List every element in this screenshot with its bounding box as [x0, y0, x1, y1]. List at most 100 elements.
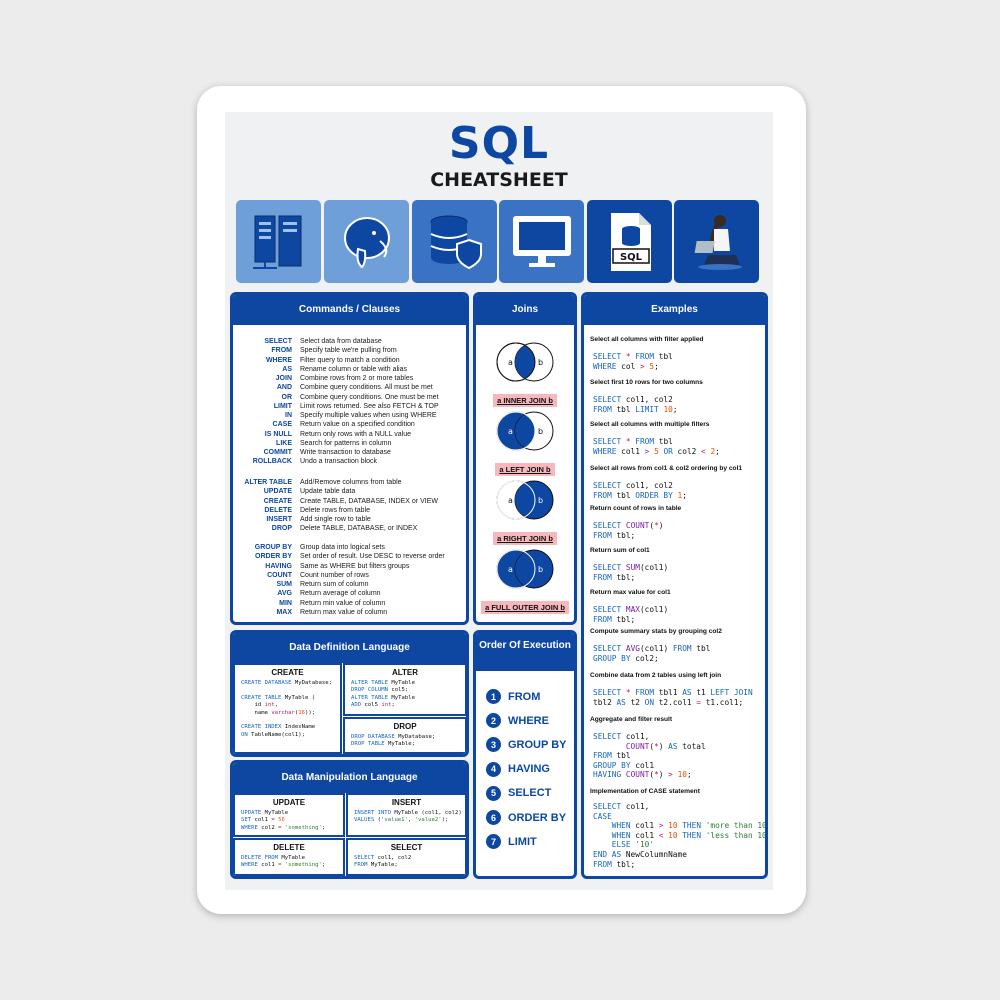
dml-delete-code: DELETE FROM MyTable WHERE col1 = 'someth… — [241, 855, 326, 869]
command-description: Filter query to match a condition — [300, 356, 400, 364]
command-description: Limit rows returned. See also FETCH & TO… — [300, 402, 439, 410]
command-row: COMMIT Write transaction to database — [238, 448, 466, 457]
example-heading: Select all columns with multiple filters — [590, 421, 710, 428]
command-keyword: MIN — [279, 599, 292, 607]
example-item: Select first 10 rows for two columns SEL… — [590, 379, 760, 414]
command-keyword: AS — [282, 365, 292, 373]
command-keyword: CREATE — [263, 497, 292, 505]
ddl-alter-cell: ALTER ALTER TABLE MyTable DROP COLUMN co… — [343, 663, 466, 716]
command-keyword: IN — [285, 412, 292, 419]
example-heading: Aggregate and filter result — [590, 716, 673, 723]
join-label: a FULL OUTER JOIN b — [481, 601, 569, 614]
sql-file-icon: SQL — [587, 200, 672, 283]
dml-delete-title: DELETE — [273, 843, 305, 852]
step-number: 6 — [486, 810, 501, 825]
example-code: SELECT SUM(col1) FROM tbl; — [593, 563, 669, 582]
command-keyword: OR — [281, 393, 293, 401]
dml-select-cell: SELECT SELECT col1, col2 FROM MyTable; — [346, 838, 466, 876]
venn-label-a: a — [508, 565, 513, 574]
command-row: ORDER BY Set order of result. Use DESC to… — [238, 552, 466, 561]
dml-update-code: UPDATE MyTable SET col1 = 56 WHERE col2 … — [241, 810, 326, 831]
joins-title: Joins — [476, 295, 574, 325]
example-heading: Compute summary stats by grouping col2 — [590, 628, 722, 635]
command-description: Create TABLE, DATABASE, INDEX or VIEW — [300, 497, 438, 505]
example-code: SELECT * FROM tbl1 AS t1 LEFT JOIN tbl2 … — [593, 688, 753, 707]
ddl-panel: Data Definition Language CREATE CREATE D… — [230, 630, 469, 757]
ddl-create-code: CREATE DATABASE MyDatabase; CREATE TABLE… — [241, 680, 332, 738]
step-label: GROUP BY — [508, 738, 567, 751]
ddl-title: Data Definition Language — [233, 633, 466, 663]
command-keyword: HAVING — [265, 562, 292, 570]
command-description: Combine rows from 2 or more tables — [300, 375, 414, 382]
command-description: Add/Remove columns from table — [300, 479, 402, 486]
example-item: Return max value for col1 SELECT MAX(col… — [590, 589, 760, 624]
ddl-create-cell: CREATE CREATE DATABASE MyDatabase; CREAT… — [233, 663, 342, 754]
example-code: SELECT AVG(col1) FROM tbl GROUP BY col2; — [593, 644, 711, 663]
command-row: WHERE Filter query to match a condition — [238, 356, 466, 365]
example-code: SELECT col1, col2 FROM tbl LIMIT 10; — [593, 395, 678, 414]
venn-intersection — [515, 343, 535, 381]
venn-outline — [496, 342, 536, 382]
command-description: Select data from database — [300, 338, 382, 345]
step-label: ORDER BY — [508, 811, 567, 824]
command-description: Delete rows from table — [300, 506, 371, 514]
command-keyword: AND — [276, 384, 292, 392]
command-keyword: SUM — [276, 581, 292, 588]
venn-intersection — [515, 550, 535, 588]
venn-outline — [496, 480, 536, 520]
dml-title: Data Manipulation Language — [233, 763, 466, 793]
examples-title: Examples — [584, 295, 765, 325]
command-description: Specify table we're pulling from — [300, 347, 397, 355]
step-number: 2 — [486, 713, 501, 729]
command-keyword: JOIN — [275, 375, 292, 382]
command-description: Undo a transaction block — [300, 458, 378, 466]
step-label: HAVING — [508, 763, 550, 776]
example-heading: Return count of rows in table — [590, 505, 682, 512]
command-keyword: DROP — [271, 525, 292, 533]
command-keyword: UPDATE — [263, 488, 292, 496]
execution-step: 6 ORDER BY — [486, 810, 566, 825]
ddl-create-title: CREATE — [271, 668, 304, 677]
command-description: Write transaction to database — [300, 449, 391, 456]
command-description: Set order of result. Use DESC to reverse… — [300, 553, 445, 561]
command-row: CREATE Create TABLE, DATABASE, INDEX or V… — [238, 497, 466, 506]
command-description: Delete TABLE, DATABASE, or INDEX — [300, 525, 418, 533]
dml-update-title: UPDATE — [272, 798, 306, 807]
venn-intersection — [515, 481, 535, 519]
command-description: Update table data — [300, 488, 356, 496]
ddl-alter-title: ALTER — [391, 668, 419, 677]
step-number: 5 — [486, 785, 501, 801]
command-keyword: ORDER BY — [255, 553, 292, 561]
example-code: SELECT col1, CASE WHEN col1 > 10 THEN 'm… — [593, 802, 768, 869]
venn-intersection — [515, 412, 535, 450]
server-icon — [236, 200, 321, 283]
command-description: Combine query conditions. All must be me… — [300, 384, 433, 392]
example-heading: Implementation of CASE statement — [590, 788, 700, 795]
command-row: AND Combine query conditions. All must be… — [238, 383, 466, 392]
venn-label-b: b — [538, 496, 543, 505]
example-code: SELECT col1, col2 FROM tbl ORDER BY 1; — [593, 481, 687, 500]
example-code: SELECT * FROM tbl WHERE col > 5; — [593, 352, 673, 371]
venn-label-a: a — [508, 496, 513, 505]
step-label: SELECT — [508, 787, 552, 800]
dml-insert-title: INSERT — [391, 798, 422, 807]
command-keyword: COMMIT — [263, 449, 292, 456]
example-code: SELECT COUNT(*) FROM tbl; — [593, 521, 664, 540]
command-keyword: WHERE — [265, 356, 292, 364]
step-label: FROM — [508, 690, 541, 703]
